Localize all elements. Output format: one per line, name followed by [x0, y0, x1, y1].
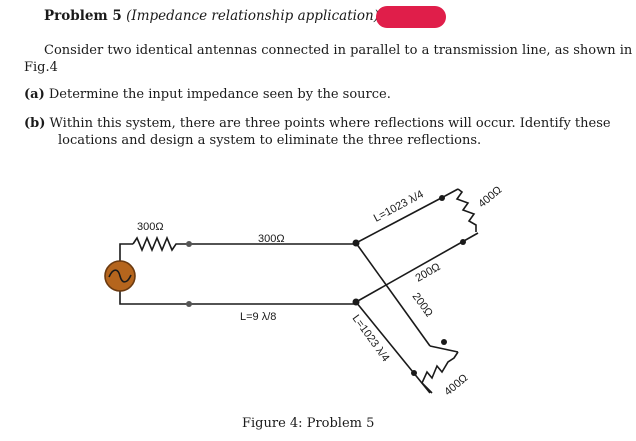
- upper-load-label: 400Ω: [476, 184, 504, 210]
- main-line-impedance-label: 300Ω: [258, 233, 285, 245]
- question-a: (a) Determine the input impedance seen b…: [24, 86, 391, 103]
- question-b-text-2: locations and design a system to elimina…: [58, 133, 482, 148]
- problem-label: Problem 5: [44, 8, 122, 24]
- lower-branch-impedance-label: 200Ω: [410, 291, 435, 320]
- question-b-label: (b): [24, 116, 46, 131]
- question-a-label: (a): [24, 87, 45, 102]
- lower-load-resistor: [421, 351, 459, 394]
- upper-load-resistor: [455, 188, 477, 232]
- intro-line-1: Consider two identical antennas connecte…: [44, 43, 633, 58]
- main-line-length-label: L=9 λ/8: [240, 311, 276, 323]
- upper-branch-length-label: L=1023 λ/4: [372, 188, 426, 224]
- intro-line-2: Fig.4: [24, 60, 58, 75]
- lower-load-label: 400Ω: [442, 372, 470, 398]
- problem-title: Problem 5 (Impedance relationship applic…: [44, 8, 379, 24]
- source-resistor-label: 300Ω: [137, 221, 164, 233]
- source-resistor: [132, 235, 189, 253]
- problem-subtitle: (Impedance relationship application): [126, 8, 380, 24]
- figure-caption: Figure 4: Problem 5: [242, 416, 375, 431]
- redaction-mark: [376, 6, 446, 28]
- question-b-text-1: Within this system, there are three poin…: [49, 116, 611, 131]
- question-a-text: Determine the input impedance seen by th…: [48, 87, 391, 102]
- question-b: (b) Within this system, there are three …: [24, 115, 611, 132]
- upper-branch-impedance-label: 200Ω: [414, 261, 443, 285]
